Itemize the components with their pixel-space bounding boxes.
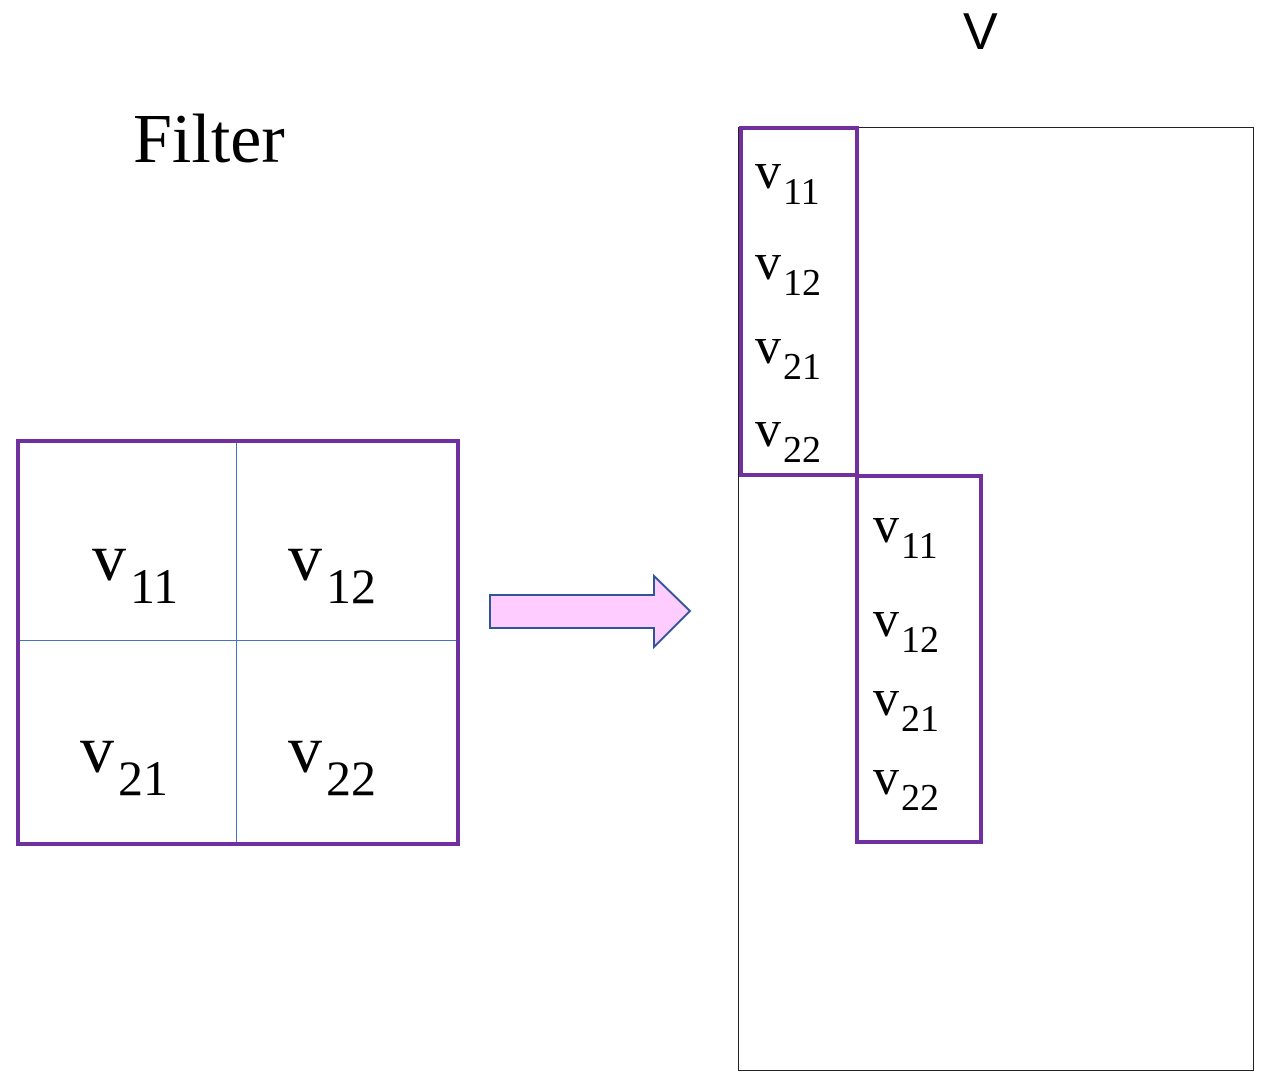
filter-grid-divider-horizontal [20, 640, 456, 641]
v-matrix-column-2 [855, 474, 983, 844]
filter-cell-v12: v12 [288, 519, 376, 614]
filter-cell-v22: v22 [288, 711, 376, 806]
column-2-v21: v21 [873, 670, 939, 740]
filter-cell-v11: v11 [92, 519, 179, 614]
v-matrix-column-1 [739, 126, 859, 477]
filter-grid-divider-vertical [236, 443, 237, 842]
column-1-v21: v21 [755, 318, 821, 388]
column-1-v22: v22 [755, 401, 821, 471]
v-matrix-outline [738, 127, 1254, 1071]
column-1-v11: v11 [755, 143, 820, 213]
filter-cell-v21: v21 [80, 711, 168, 806]
column-2-v12: v12 [873, 591, 939, 661]
column-2-v22: v22 [873, 749, 939, 819]
column-1-v12: v12 [755, 234, 821, 304]
matrix-title: V [963, 3, 998, 61]
filter-grid [16, 439, 460, 846]
column-2-v11: v11 [873, 497, 938, 567]
filter-title: Filter [133, 101, 285, 178]
